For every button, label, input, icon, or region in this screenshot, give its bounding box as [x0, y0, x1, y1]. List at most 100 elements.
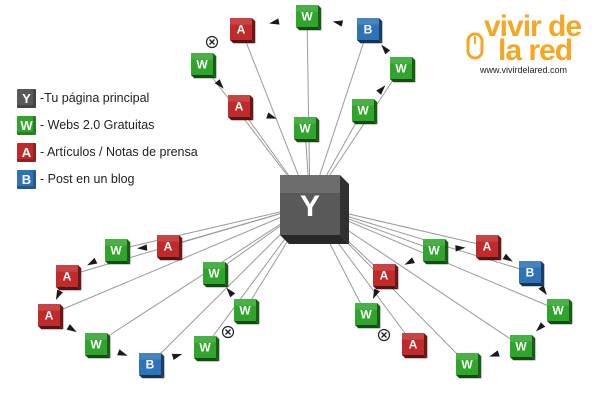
legend-cube: Y [17, 88, 36, 108]
hub-homepage-cube: Y [280, 175, 349, 244]
legend-item-articles: A - Artículos / Notas de prensa [17, 142, 198, 162]
svg-text:W: W [196, 57, 208, 71]
legend-cube: B [17, 169, 36, 189]
arrow-icon [269, 18, 280, 25]
web20-cube: W [203, 262, 229, 288]
svg-text:W: W [515, 339, 527, 353]
svg-text:A: A [63, 269, 72, 283]
web20-cube: W [456, 353, 482, 379]
svg-text:B: B [364, 22, 373, 36]
article-cube: A [230, 18, 256, 44]
web20-cube: W [294, 117, 320, 143]
arrow-icon [489, 350, 500, 357]
legend-item-blog-post: B - Post en un blog [17, 169, 135, 189]
svg-text:Y: Y [300, 190, 320, 223]
arrow-icon [376, 85, 386, 95]
web20-cube: W [352, 99, 378, 125]
broken-link-icon [221, 325, 235, 339]
mouse-icon [466, 32, 484, 60]
svg-text:W: W [395, 61, 407, 75]
svg-text:W: W [299, 121, 311, 135]
legend-label: -Tu página principal [40, 91, 150, 105]
arrow-icon [455, 245, 466, 252]
svg-text:A: A [483, 239, 492, 253]
web20-cube: W [390, 57, 416, 83]
blog-post-cube: B [519, 261, 545, 287]
svg-text:W: W [301, 9, 313, 23]
web20-cube: W [423, 239, 449, 265]
logo-text: vivir de [484, 10, 582, 43]
arrow-icon [404, 257, 415, 265]
arrow-icon [214, 79, 224, 89]
legend-item-web20: W - Webs 2.0 Gratuitas [17, 115, 154, 135]
svg-text:W: W [208, 266, 220, 280]
web20-cube: W [355, 303, 381, 329]
svg-text:A: A [409, 337, 418, 351]
legend-label: - Post en un blog [40, 172, 135, 186]
logo-text: la red [498, 34, 573, 67]
svg-text:W: W [428, 243, 440, 257]
connector-line [306, 15, 311, 206]
svg-text:A: A [235, 99, 244, 113]
connector-line [66, 204, 311, 277]
svg-text:A: A [45, 308, 54, 322]
legend-cube: A [17, 142, 36, 162]
svg-text:W: W [360, 307, 372, 321]
svg-text:B: B [526, 265, 535, 279]
arrow-icon [66, 324, 77, 333]
legend-label: - Artículos / Notas de prensa [40, 145, 198, 159]
vivirdelared-logo[interactable]: vivir de la red www.vivirdelared.com [466, 10, 586, 80]
svg-text:W: W [239, 303, 251, 317]
web20-cube: W [194, 336, 220, 362]
article-cube: A [228, 95, 254, 121]
arrow-icon [535, 322, 546, 332]
svg-text:A: A [164, 239, 173, 253]
broken-link-icon [205, 35, 219, 49]
svg-text:W: W [461, 357, 473, 371]
legend-label: - Webs 2.0 Gratuitas [40, 118, 155, 132]
web20-cube: W [510, 335, 536, 361]
svg-text:A: A [237, 22, 246, 36]
article-cube: A [373, 264, 399, 290]
legend-item-homepage: Y -Tu página principal [17, 88, 149, 108]
arrow-icon [171, 353, 183, 361]
arrow-icon [502, 253, 513, 262]
article-cube: A [402, 333, 428, 359]
arrow-icon [55, 289, 64, 301]
arrow-icon [372, 288, 381, 300]
logo-url[interactable]: www.vivirdelared.com [480, 65, 568, 75]
svg-text:W: W [552, 303, 564, 317]
article-cube: A [157, 235, 183, 261]
arrows [55, 18, 547, 361]
connector-line [115, 204, 311, 251]
svg-text:W: W [199, 340, 211, 354]
web20-cube: W [234, 299, 260, 325]
web20-cube: W [191, 53, 217, 79]
arrow-icon [87, 257, 98, 266]
broken-link-icon [377, 328, 391, 342]
arrow-icon [266, 112, 277, 119]
legend-cube: W [17, 115, 36, 135]
blog-post-cube: B [357, 18, 383, 44]
arrow-icon [137, 244, 148, 251]
web20-cube: W [105, 239, 131, 265]
arrow-icon [226, 287, 236, 298]
article-cube: A [56, 265, 82, 291]
arrow-icon [381, 44, 391, 55]
svg-text:W: W [90, 337, 102, 351]
web20-cube: W [85, 333, 111, 359]
article-cube: A [38, 304, 64, 330]
svg-text:B: B [146, 357, 155, 371]
svg-text:W: W [357, 103, 369, 117]
arrow-icon [332, 20, 344, 27]
svg-text:A: A [380, 268, 389, 282]
arrow-icon [538, 285, 547, 296]
web20-cube: W [296, 5, 322, 31]
arrow-icon [117, 349, 128, 356]
svg-text:W: W [110, 243, 122, 257]
article-cube: A [476, 235, 502, 261]
web20-cube: W [547, 299, 573, 325]
blog-post-cube: B [139, 353, 165, 379]
